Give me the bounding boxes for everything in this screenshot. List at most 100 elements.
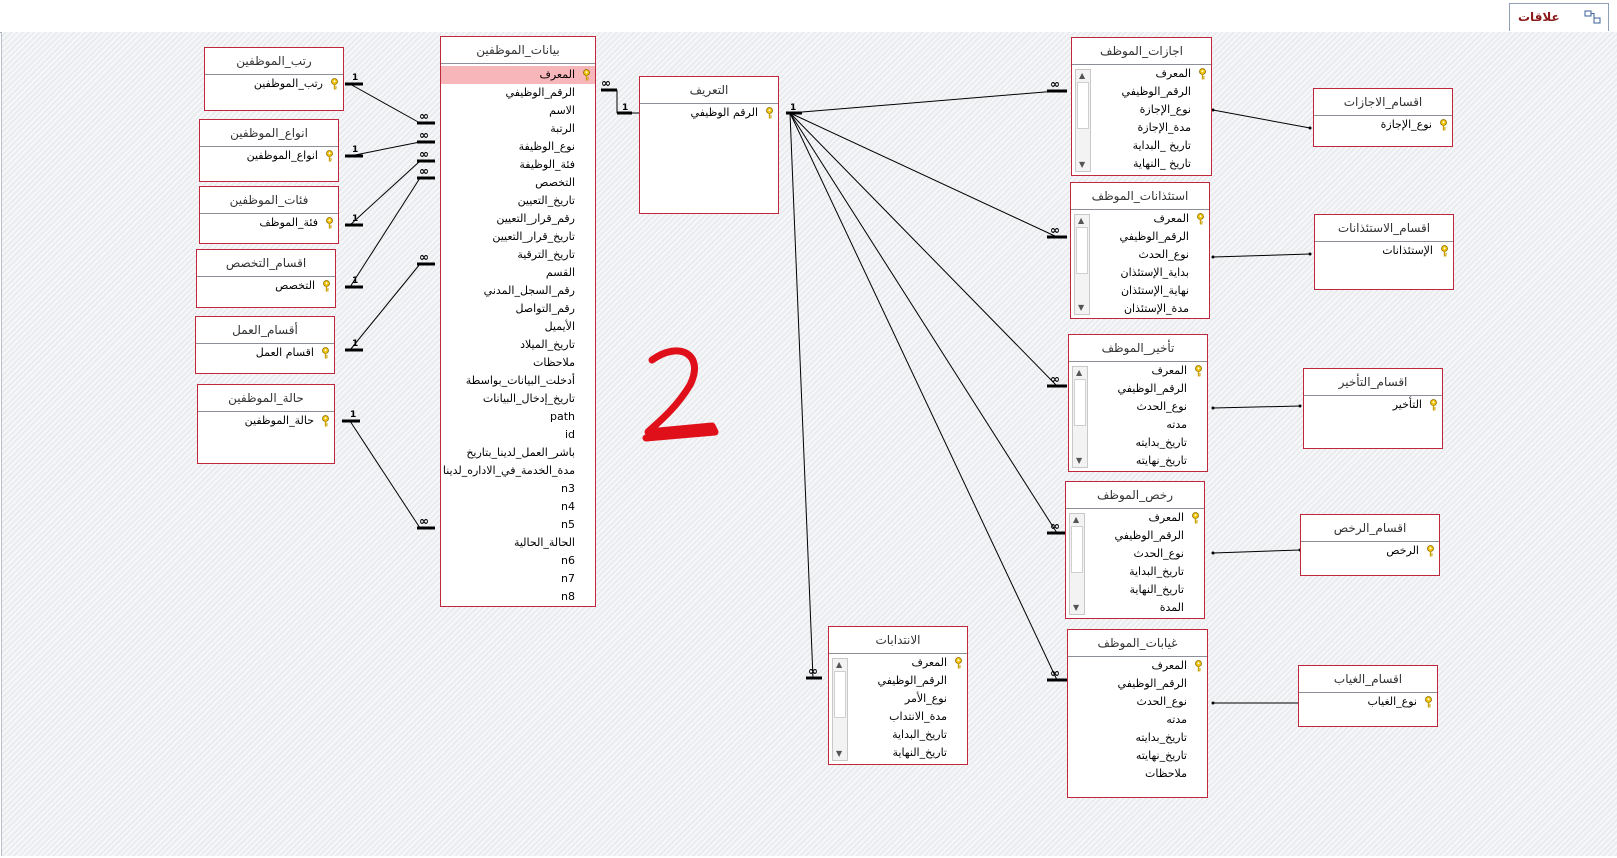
table-field[interactable]: نهاية_الإستئذان	[1093, 282, 1209, 300]
primary-key-field[interactable]: المعرف	[851, 654, 967, 672]
scrollbar[interactable]: ▲▼	[1075, 69, 1091, 172]
scroll-up-icon[interactable]: ▲	[1076, 368, 1083, 377]
scroll-down-icon[interactable]: ▼	[1079, 160, 1086, 169]
table-field[interactable]: مدته	[1091, 416, 1207, 434]
table-field[interactable]: الرقم_الوظيفي	[1091, 380, 1207, 398]
table-field[interactable]: الرقم_الوظيفي	[851, 672, 967, 690]
table-ranks[interactable]: رتب_الموظفين رتب_الموظفين	[204, 47, 344, 111]
table-field[interactable]: الرتبة	[441, 120, 595, 138]
table-field[interactable]: ملاحظات	[441, 354, 595, 372]
table-field[interactable]: تاريخ_الميلاد	[441, 336, 595, 354]
scroll-down-icon[interactable]: ▼	[1076, 456, 1083, 465]
table-absence-sections[interactable]: اقسام_الغياب نوع_الغياب	[1298, 665, 1438, 727]
table-types[interactable]: انواع_الموظفين انواع_الموظفين	[199, 119, 339, 182]
primary-key-field[interactable]: المعرف	[1093, 210, 1209, 228]
table-field[interactable]: n3	[441, 480, 595, 498]
table-field[interactable]: تاريخ_الترقية	[441, 246, 595, 264]
table-field[interactable]: الحالة_الحالية	[441, 534, 595, 552]
table-field[interactable]: ملاحظات	[1068, 765, 1207, 783]
primary-key-field[interactable]: حالة_الموظفين	[198, 412, 334, 430]
table-field[interactable]: الرقم_الوظيفي	[1068, 675, 1207, 693]
table-status[interactable]: حالة_الموظفين حالة_الموظفين	[197, 384, 335, 464]
table-field[interactable]: رقم_السجل_المدني	[441, 282, 595, 300]
table-field[interactable]: نوع_الأمر	[851, 690, 967, 708]
table-field[interactable]: الرقم_الوظيفي	[1093, 228, 1209, 246]
table-field[interactable]: id	[441, 426, 595, 444]
table-field[interactable]: نوع_الحدث	[1091, 398, 1207, 416]
table-field[interactable]: مدة_الانتداب	[851, 708, 967, 726]
table-field[interactable]: تاريخ_التعيين	[441, 192, 595, 210]
table-field[interactable]: نوع_الحدث	[1088, 545, 1204, 563]
primary-key-field[interactable]: الرقم الوظيفي	[640, 104, 778, 122]
primary-key-field[interactable]: رتب_الموظفين	[205, 75, 343, 93]
scroll-down-icon[interactable]: ▼	[836, 749, 843, 758]
table-field[interactable]: تاريخ_البداية	[1088, 563, 1204, 581]
table-field[interactable]: أدخلت_البيانات_بواسطة	[441, 372, 595, 390]
table-field[interactable]: رقم_قرار_التعيين	[441, 210, 595, 228]
primary-key-field[interactable]: التخصص	[197, 277, 335, 295]
table-field[interactable]: القسم	[441, 264, 595, 282]
scroll-down-icon[interactable]: ▼	[1078, 303, 1085, 312]
scroll-up-icon[interactable]: ▲	[1078, 216, 1085, 225]
table-field[interactable]: الأيميل	[441, 318, 595, 336]
table-field[interactable]: n7	[441, 570, 595, 588]
table-field[interactable]: تاريخ_بدايته	[1091, 434, 1207, 452]
table-field[interactable]: نوع_الوظيفة	[441, 138, 595, 156]
primary-key-field[interactable]: المعرف	[1088, 509, 1204, 527]
scroll-up-icon[interactable]: ▲	[1079, 71, 1086, 80]
table-field[interactable]: الرقم_الوظيفي	[441, 84, 595, 102]
primary-key-field[interactable]: المعرف	[1091, 362, 1207, 380]
table-field[interactable]: n8	[441, 588, 595, 606]
table-field[interactable]: n6	[441, 552, 595, 570]
primary-key-field[interactable]: نوع_الإجازة	[1314, 116, 1452, 134]
scrollbar[interactable]: ▲▼	[832, 658, 848, 761]
primary-key-field[interactable]: نوع_الغياب	[1299, 693, 1437, 711]
table-field[interactable]: مدة_الإستئذان	[1093, 300, 1209, 318]
scrollbar[interactable]: ▲▼	[1072, 366, 1088, 468]
table-field[interactable]: path	[441, 408, 595, 426]
table-field[interactable]: نوع_الحدث	[1093, 246, 1209, 264]
scrollbar[interactable]: ▲▼	[1074, 214, 1090, 315]
primary-key-field[interactable]: المعرف	[1068, 657, 1207, 675]
table-work-sections[interactable]: أقسام_العمل اقسام العمل	[195, 316, 335, 374]
table-field[interactable]: مدة_الإجازة	[1094, 119, 1211, 137]
primary-key-field[interactable]: الإستئذانات	[1315, 242, 1453, 260]
table-field[interactable]: مدة_الخدمة_في_الاداره_لدينا	[441, 462, 595, 480]
table-field[interactable]: الاسم	[441, 102, 595, 120]
primary-key-field[interactable]: فئة_الموظف	[200, 214, 338, 232]
table-field[interactable]: n4	[441, 498, 595, 516]
table-permission-sections[interactable]: اقسام_الاستئذانات الإستئذانات	[1314, 214, 1454, 290]
table-field[interactable]: بداية_الإستئذان	[1093, 264, 1209, 282]
table-leave-sections[interactable]: اقسام_الاجازات نوع_الإجازة	[1313, 88, 1453, 147]
table-field[interactable]: نوع_الإجازة	[1094, 101, 1211, 119]
table-categories[interactable]: فئات_الموظفين فئة_الموظف	[199, 186, 339, 244]
table-field[interactable]: تاريخ _النهاية	[1094, 155, 1211, 173]
table-field[interactable]: باشر_العمل_لدينا_بتاريخ	[441, 444, 595, 462]
primary-key-field[interactable]: التأخير	[1304, 396, 1442, 414]
table-field[interactable]: تاريخ _البداية	[1094, 137, 1211, 155]
table-field[interactable]: رقم_التواصل	[441, 300, 595, 318]
table-field[interactable]: التخصص	[441, 174, 595, 192]
table-field[interactable]: تاريخ_البداية	[851, 726, 967, 744]
table-field[interactable]: الرقم_الوظيفي	[1094, 83, 1211, 101]
primary-key-field[interactable]: المعرف	[441, 66, 595, 84]
table-field[interactable]: تاريخ_نهايته	[1068, 747, 1207, 765]
primary-key-field[interactable]: المعرف	[1094, 65, 1211, 83]
scroll-up-icon[interactable]: ▲	[1073, 515, 1080, 524]
table-field[interactable]: نوع_الحدث	[1068, 693, 1207, 711]
scroll-up-icon[interactable]: ▲	[836, 660, 843, 669]
primary-key-field[interactable]: انواع_الموظفين	[200, 147, 338, 165]
scrollbar[interactable]: ▲▼	[1069, 513, 1085, 615]
table-field[interactable]: المدة	[1088, 599, 1204, 617]
primary-key-field[interactable]: اقسام العمل	[196, 344, 334, 362]
table-field[interactable]: الرقم_الوظيفي	[1088, 527, 1204, 545]
table-identification[interactable]: التعريف الرقم الوظيفي	[639, 76, 779, 214]
table-field[interactable]: تاريخ_بدايته	[1068, 729, 1207, 747]
